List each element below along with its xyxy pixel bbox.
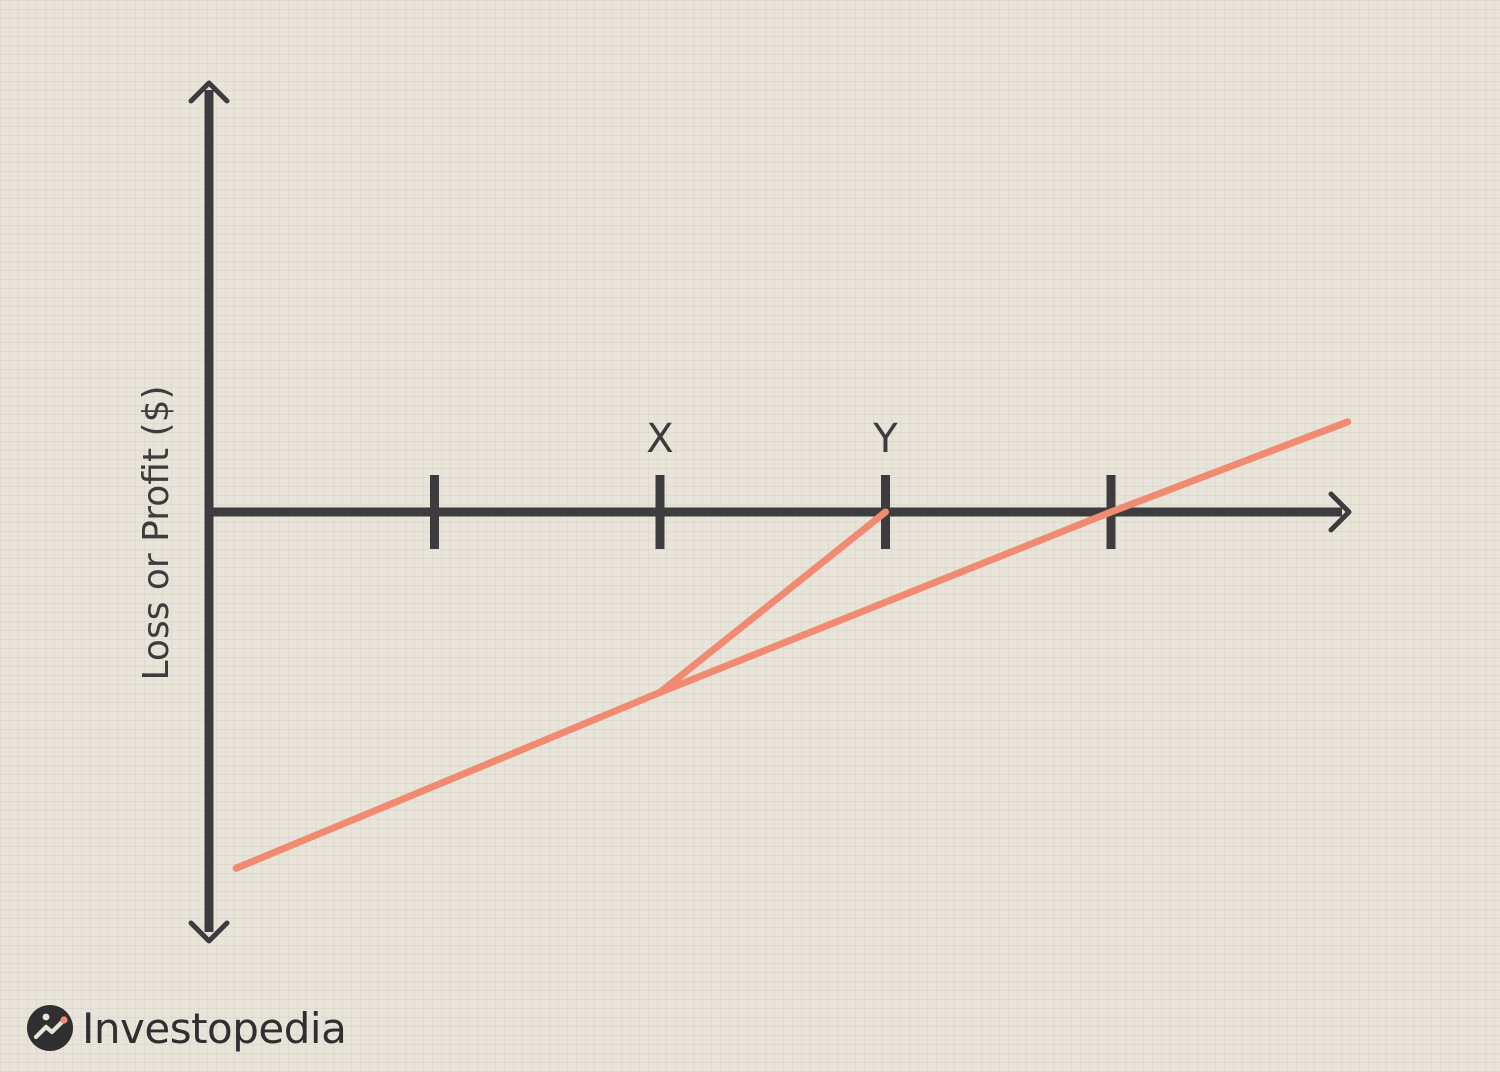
x-tick-label: Y <box>872 416 898 462</box>
y-axis-arrow-top <box>188 80 230 104</box>
series <box>232 418 1352 872</box>
investopedia-logo-icon <box>27 1005 73 1051</box>
series-line <box>232 418 1352 872</box>
y-axis-label: Loss or Profit ($) <box>136 385 177 680</box>
x-tick-label: X <box>646 416 673 462</box>
series-line <box>656 508 889 696</box>
investopedia-logo: Investopedia <box>26 1000 347 1056</box>
y-axis-arrow-bottom <box>188 920 230 944</box>
brand-name: Investopedia <box>82 1003 347 1053</box>
x-axis-arrow <box>1328 491 1352 533</box>
